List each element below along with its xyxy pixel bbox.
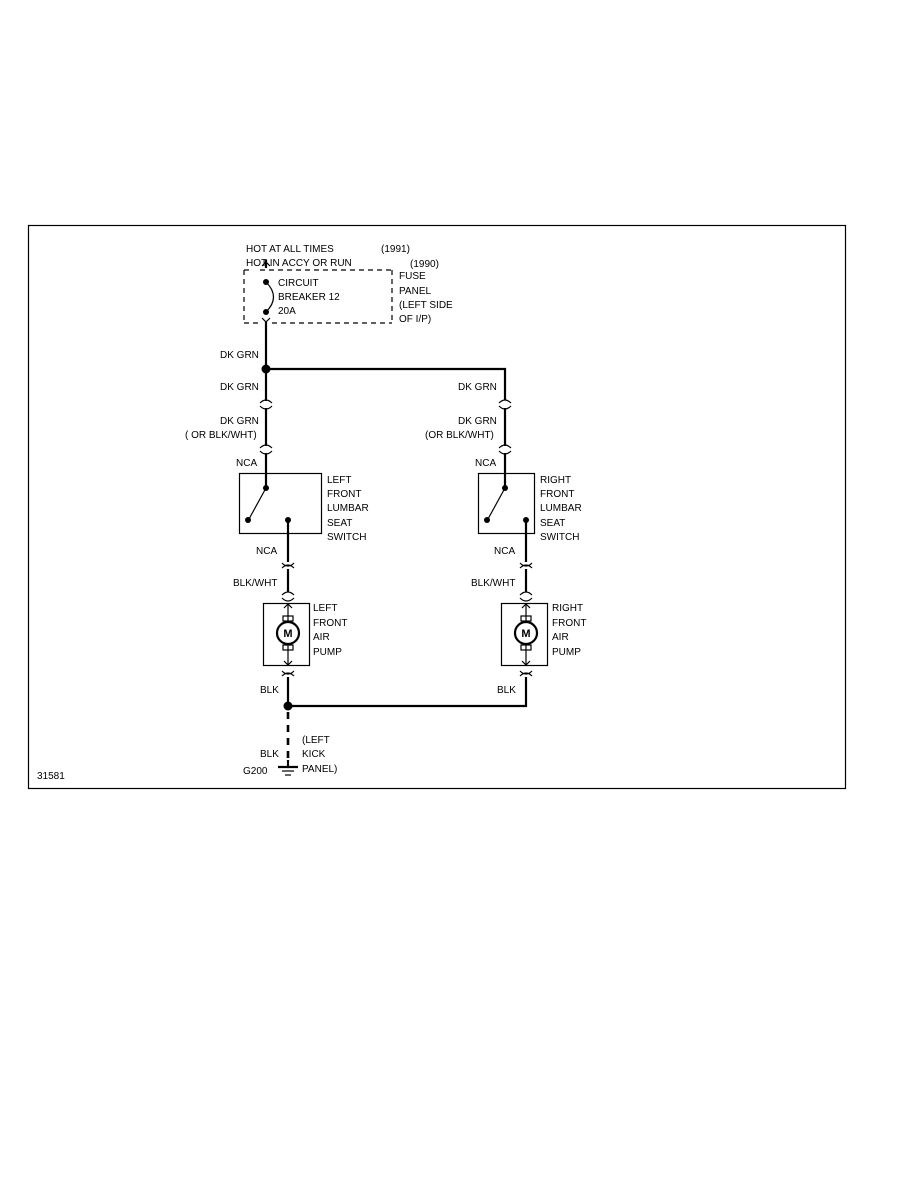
left-connector-2 [259, 444, 273, 455]
right-pump-motor [513, 603, 539, 666]
diagram-frame [27, 224, 847, 790]
ground-blk-label: BLK [260, 749, 279, 760]
circuit-breaker-label-line2: BREAKER 12 [278, 292, 340, 303]
right-connector-3 [519, 562, 533, 569]
fuse-panel-label-line4: OF I/P) [399, 314, 431, 325]
fuse-panel [243, 269, 393, 324]
left-switch-contacts [245, 485, 291, 523]
left-switch-label-line3: LUMBAR [327, 503, 369, 514]
fuse-panel-label-line2: PANEL [399, 286, 431, 297]
right-pump-label-line4: PUMP [552, 647, 581, 658]
fuse-panel-label-line1: FUSE [399, 271, 426, 282]
hot-accy-run-label: HOT IN ACCY OR RUN [246, 258, 352, 269]
right-switch-label-line3: LUMBAR [540, 503, 582, 514]
ground-symbol [278, 760, 298, 776]
left-connector-1 [259, 399, 273, 410]
right-return-wire [288, 677, 528, 708]
right-connector-1 [498, 399, 512, 410]
left-connector-5 [281, 670, 295, 677]
left-blk-label: BLK [260, 685, 279, 696]
right-switch-contacts [484, 485, 529, 523]
right-connector-2 [498, 444, 512, 455]
right-dk-grn-label-1: DK GRN [458, 382, 497, 393]
left-pump-label-line1: LEFT [313, 603, 337, 614]
left-pump-label-line2: FRONT [313, 618, 347, 629]
right-connector-4 [519, 591, 533, 602]
right-nca-bottom-label: NCA [494, 546, 515, 557]
fuse-panel-label-line3: (LEFT SIDE [399, 300, 453, 311]
left-pump-label-line3: AIR [313, 632, 330, 643]
left-switch-label-line1: LEFT [327, 475, 351, 486]
left-air-pump-box [262, 602, 311, 667]
right-branch-wire [266, 367, 507, 400]
right-or-blk-wht-label: (OR BLK/WHT) [425, 430, 494, 441]
circuit-breaker-symbol [261, 260, 275, 323]
year-1991-label: (1991) [381, 244, 410, 255]
right-blk-wht-label: BLK/WHT [471, 578, 515, 589]
ground-location-line2: KICK [302, 749, 326, 760]
right-blk-label: BLK [497, 685, 516, 696]
left-switch-label-line2: FRONT [327, 489, 361, 500]
right-pump-label-line3: AIR [552, 632, 569, 643]
right-lumbar-switch-box [477, 472, 536, 535]
right-nca-top-label: NCA [475, 458, 496, 469]
circuit-breaker-label-line1: CIRCUIT [278, 278, 319, 289]
year-1990-label: (1990) [410, 259, 439, 270]
ground-location-line1: (LEFT [302, 735, 330, 746]
ground-location-line3: PANEL) [302, 764, 337, 775]
main-dk-grn-label: DK GRN [220, 350, 259, 361]
right-pump-label-line2: FRONT [552, 618, 586, 629]
left-connector-4 [281, 591, 295, 602]
right-air-pump-box [500, 602, 549, 667]
left-switch-label-line4: SEAT [327, 518, 352, 529]
circuit-breaker-label-line3: 20A [278, 306, 296, 317]
left-nca-bottom-label: NCA [256, 546, 277, 557]
right-switch-label-line5: SWITCH [540, 532, 579, 543]
left-dk-grn-label-2: DK GRN [220, 416, 259, 427]
right-dk-grn-label-2: DK GRN [458, 416, 497, 427]
right-pump-label-line1: RIGHT [552, 603, 583, 614]
left-dk-grn-label-1: DK GRN [220, 382, 259, 393]
left-switch-label-line5: SWITCH [327, 532, 366, 543]
right-switch-label-line2: FRONT [540, 489, 574, 500]
right-switch-label-line4: SEAT [540, 518, 565, 529]
right-connector-5 [519, 670, 533, 677]
left-blk-wht-label: BLK/WHT [233, 578, 277, 589]
right-switch-label-line1: RIGHT [540, 475, 571, 486]
left-nca-top-label: NCA [236, 458, 257, 469]
left-pump-label-line4: PUMP [313, 647, 342, 658]
right-motor-letter: M [521, 628, 530, 640]
left-or-blk-wht-label: ( OR BLK/WHT) [185, 430, 257, 441]
ground-id-label: G200 [243, 766, 268, 777]
left-pump-motor [275, 603, 301, 666]
left-connector-3 [281, 562, 295, 569]
hot-at-all-times-label: HOT AT ALL TIMES [246, 244, 334, 255]
left-motor-letter: M [283, 628, 292, 640]
figure-id: 31581 [37, 771, 65, 782]
left-lumbar-switch-box [238, 472, 323, 535]
